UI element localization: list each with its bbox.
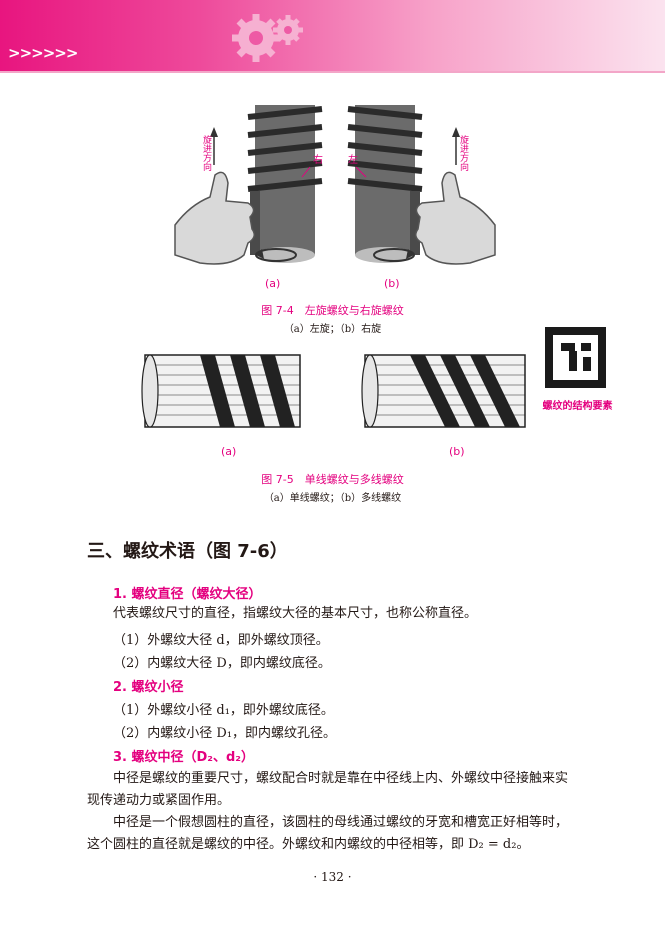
qr-code-icon[interactable] [545, 327, 606, 388]
figure-7-4-caption: 图 7-4 左旋螺纹与右旋螺纹 [261, 304, 404, 317]
figure-7-5-label-b: (b) [449, 445, 465, 458]
heading-pitch-diameter: 3. 螺纹中径（D₂、d₂） [113, 750, 254, 765]
list-item-external-major: （1）外螺纹大径 d，即外螺纹顶径。 [113, 633, 329, 648]
left-hand-thread-bolt [247, 105, 323, 263]
figure-7-5-caption: 图 7-5 单线螺纹与多线螺纹 [261, 473, 404, 486]
svg-text:旋进方向: 旋进方向 [458, 134, 469, 171]
paragraph-pitch-diameter-1: 中径是螺纹的重要尺寸，螺纹配合时就是靠在中径线上内、外螺纹中径接触来实现传递动力… [87, 771, 569, 808]
figure-7-5-subcaption: （a）单线螺纹；（b）多线螺纹 [263, 493, 402, 504]
figure-7-5-illustration [141, 354, 526, 428]
right-hand-thumbs-up [415, 171, 496, 265]
left-hand-thumbs-up [174, 171, 255, 265]
chevron-decoration: >>>>>> [8, 44, 78, 62]
list-item-internal-minor: （2）内螺纹小径 D₁，即内螺纹孔径。 [113, 726, 337, 741]
paragraph-major-diameter: 代表螺纹尺寸的直径，指螺纹大径的基本尺寸，也称公称直径。 [113, 606, 478, 621]
svg-text:旋进方向: 旋进方向 [201, 134, 212, 171]
svg-text:右: 右 [313, 153, 323, 166]
figure-7-4-label-a: (a) [265, 277, 281, 290]
list-item-internal-major: （2）内螺纹大径 D，即内螺纹底径。 [113, 656, 331, 671]
header-banner [0, 0, 665, 72]
figure-7-5-label-a: (a) [221, 445, 237, 458]
gear-icon [232, 14, 303, 62]
svg-text:左: 左 [348, 153, 358, 166]
figure-7-4-subcaption: （a）左旋；（b）右旋 [283, 324, 382, 335]
figure-7-4-illustration: 旋进方向 右 旋进方向 左 [174, 105, 496, 265]
header-divider [0, 71, 665, 73]
paragraph-pitch-diameter-2: 中径是一个假想圆柱的直径，该圆柱的母线通过螺纹的牙宽和槽宽正好相等时，这个圆柱的… [87, 815, 569, 852]
page-number: · 132 · [313, 870, 352, 884]
list-item-external-minor: （1）外螺纹小径 d₁，即外螺纹底径。 [113, 703, 334, 718]
heading-minor-diameter: 2. 螺纹小径 [113, 680, 184, 695]
figure-7-4-label-b: (b) [384, 277, 400, 290]
heading-major-diameter: 1. 螺纹直径（螺纹大径） [113, 587, 262, 602]
section-title: 三、螺纹术语（图 7-6） [87, 541, 288, 562]
right-hand-thread-bolt [347, 105, 423, 263]
qr-code-label: 螺纹的结构要素 [542, 401, 613, 412]
multi-start-thread [361, 354, 526, 428]
single-start-thread [141, 354, 301, 428]
